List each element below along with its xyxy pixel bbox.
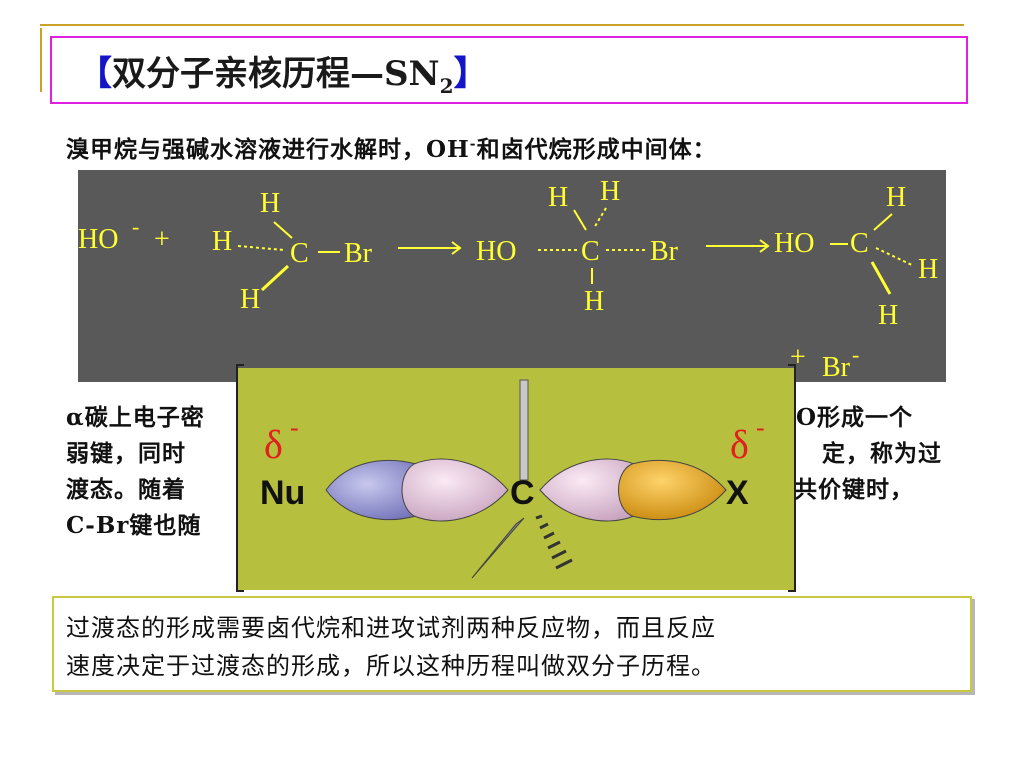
carbon-1: C	[290, 238, 309, 269]
arrow-1-head	[451, 241, 462, 255]
top-rule	[40, 24, 964, 26]
para-line3-left: 渡态。随着	[66, 476, 186, 503]
h-ts-right: H	[600, 176, 620, 207]
orbital-diagram: Nu C X δ - δ -	[260, 379, 765, 579]
ho-ts: HO	[476, 236, 516, 267]
bond-product-h-top	[873, 213, 893, 231]
bromine-1: Br	[344, 238, 373, 269]
wedge-bond	[471, 517, 525, 579]
title-main: 双分子亲核历程—SN	[112, 54, 440, 94]
title-bracket-open: 【	[78, 54, 112, 94]
carbon-product: C	[850, 228, 869, 259]
hashed-bond	[535, 514, 573, 570]
summary-line2: 速度决定于过渡态的形成，所以这种历程叫做双分子历程。	[66, 652, 716, 680]
intro-text: 溴甲烷与强碱水溶液进行水解时，OH-和卤代烷形成中间体：	[66, 130, 717, 164]
bracket-left	[236, 364, 244, 592]
h-top: H	[260, 188, 280, 219]
nu-label: Nu	[260, 474, 305, 512]
reaction-scheme-svg: HO - + H H H C Br HO C H H H Br HO C H H…	[78, 176, 938, 382]
arrow-2-head	[759, 239, 770, 253]
bond-ts-h-right	[593, 207, 607, 229]
intro-after: 和卤代烷形成中间体：	[476, 136, 717, 163]
bond-product-h-bottom	[870, 261, 892, 295]
summary-box: 过渡态的形成需要卤代烷和进攻试剂两种反应物，而且反应 速度决定于过渡态的形成，所…	[52, 596, 972, 692]
h-left: H	[212, 226, 232, 257]
c-h-bond-up	[519, 379, 529, 481]
para-line3-right: 共价键时，	[794, 476, 914, 503]
h-product-right: H	[918, 254, 938, 285]
h-ts-left: H	[548, 182, 568, 213]
bond-product-h-right	[875, 247, 915, 267]
carbon-ts: C	[581, 236, 600, 267]
x-label: X	[726, 474, 749, 512]
bromide-label: Br	[822, 352, 851, 382]
bond-c-h-bottom	[260, 264, 290, 292]
summary-line1: 过渡态的形成需要卤代烷和进攻试剂两种反应物，而且反应	[66, 614, 716, 642]
bond-c-h-left	[237, 245, 285, 251]
para-line2-right: 定，称为过	[822, 440, 942, 467]
h-ts-bottom: H	[584, 286, 604, 317]
hydroxide-label: HO	[78, 224, 118, 255]
plus-sign: +	[154, 224, 170, 255]
delta-right: δ	[730, 422, 749, 467]
intro-sup: -	[469, 136, 477, 153]
h-bottom: H	[240, 284, 260, 315]
intro-before: 溴甲烷与强碱水溶液进行水解时，OH	[66, 136, 470, 163]
title-box: 【双分子亲核历程—SN2】	[50, 36, 968, 104]
c-orbital-lobe-left	[401, 458, 509, 522]
hydroxide-minus: -	[132, 214, 139, 239]
delta-right-sign: -	[756, 413, 765, 442]
para-line2-left: 弱键，同时	[66, 440, 186, 467]
para-line1-left: α碳上电子密	[66, 404, 205, 431]
h-product-top: H	[886, 182, 906, 213]
para-line1-right: O形成一个	[796, 404, 914, 431]
ho-product: HO	[774, 228, 814, 259]
h-product-bottom: H	[878, 300, 898, 331]
bromide-minus: -	[852, 342, 859, 367]
carbon-label: C	[510, 474, 535, 512]
slide-title: 【双分子亲核历程—SN2】	[78, 46, 488, 98]
bond-ts-h-left	[573, 209, 587, 231]
bromine-ts: Br	[650, 236, 679, 267]
x-orbital-lobe	[618, 459, 727, 521]
bracket-right	[788, 364, 796, 592]
bond-c-h-top	[273, 221, 293, 239]
title-subscript: 2	[439, 73, 454, 98]
para-line4-left: C-Br键也随	[66, 512, 202, 539]
reaction-scheme: HO - + H H H C Br HO C H H H Br HO C H H…	[78, 170, 946, 382]
left-rule	[40, 28, 42, 92]
delta-left-sign: -	[290, 413, 299, 442]
title-bracket-close: 】	[453, 54, 488, 94]
transition-state-image: Nu C X δ - δ -	[238, 368, 794, 590]
delta-left: δ	[264, 422, 283, 467]
